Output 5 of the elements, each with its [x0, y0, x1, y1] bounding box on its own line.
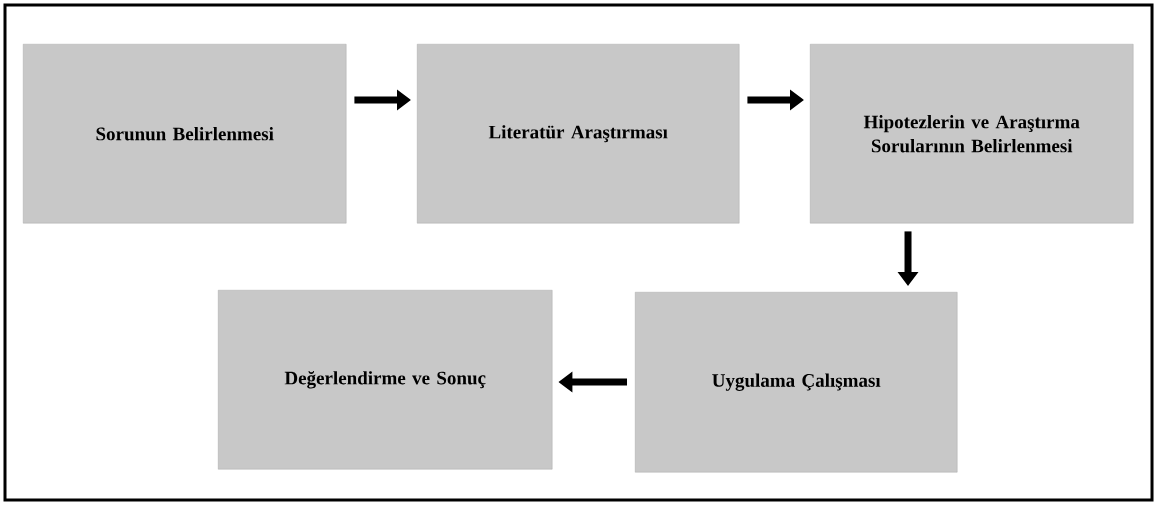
process-box: Değerlendirme ve Sonuç	[218, 290, 553, 470]
process-box: Sorunun Belirlenmesi	[23, 44, 347, 224]
process-box: Hipotezlerin ve Araştırma Sorularının Belirlenmesi	[810, 44, 1134, 224]
process-box: Uygulama Çalışması	[635, 292, 958, 473]
process-box: Literatür Araştırması	[417, 44, 740, 224]
